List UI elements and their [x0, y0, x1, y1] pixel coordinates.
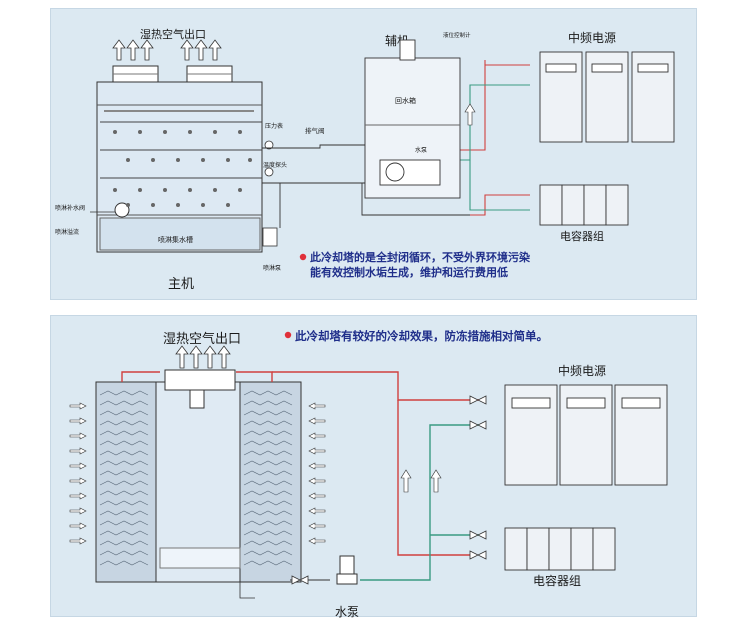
aux-pump-label: 水泵 [415, 146, 427, 154]
bottom-note-bullet [284, 331, 292, 339]
spray-makeup-valve-label: 喷淋补水阀 [55, 204, 85, 212]
level-controller-label: 液位控制计 [443, 31, 471, 39]
bottom-valves [291, 395, 487, 585]
top-capacitor-label: 电容器组 [560, 229, 604, 243]
bottom-air-outlet-label: 湿热空气出口 [163, 331, 241, 347]
bottom-air-outlet-arrows [175, 345, 231, 369]
return-tank-label: 回水箱 [395, 96, 416, 105]
spray-tank-label: 喷淋集水槽 [158, 235, 193, 244]
bottom-mf-power-label: 中频电源 [558, 363, 606, 378]
top-note-line1: 此冷却塔的是全封闭循环，不受外界环境污染 [310, 250, 531, 264]
bottom-note: 此冷却塔有较好的冷却效果，防冻措施相对简单。 [295, 329, 548, 343]
temp-probe-label: 温度探头 [263, 161, 287, 169]
bottom-air-inlet-arrows [69, 402, 326, 545]
top-capacitor-bank [539, 184, 629, 226]
top-air-outlet-arrows [112, 39, 222, 61]
top-air-outlet-label: 湿热空气出口 [140, 27, 206, 41]
bottom-pump-label: 水泵 [335, 605, 359, 619]
top-instruments [262, 140, 278, 247]
bottom-mf-power-cabinets [504, 384, 668, 486]
bottom-flow-arrow-1 [400, 469, 412, 493]
top-note-bullet [299, 253, 307, 261]
bottom-capacitor-label: 电容器组 [533, 573, 581, 588]
bottom-pump [336, 555, 358, 585]
bottom-capacitor-bank [504, 527, 616, 571]
bottom-cold-pipes [360, 424, 480, 581]
top-pipes [262, 144, 470, 228]
top-mf-power-cabinets [539, 51, 675, 143]
top-spray-pattern [104, 110, 254, 207]
bottom-fill-media [99, 390, 293, 566]
top-note-line2: 能有效控制水垢生成，维护和运行费用低 [310, 265, 508, 279]
aux-unit-box [364, 39, 461, 199]
top-mf-power-label: 中频电源 [568, 30, 616, 45]
bottom-drain-pipe [239, 582, 255, 599]
top-flow-arrow [464, 103, 476, 126]
vent-valve-label: 排气阀 [305, 126, 325, 135]
top-hot-pipes [440, 60, 530, 216]
spray-pump-label: 喷淋泵 [263, 264, 281, 272]
pressure-gauge-label: 压力表 [265, 122, 283, 130]
main-unit-label: 主机 [168, 277, 194, 292]
bottom-hot-pipes [121, 371, 480, 556]
spray-overflow-label: 喷淋溢流 [55, 228, 79, 236]
bottom-flow-arrow-2 [430, 469, 442, 493]
